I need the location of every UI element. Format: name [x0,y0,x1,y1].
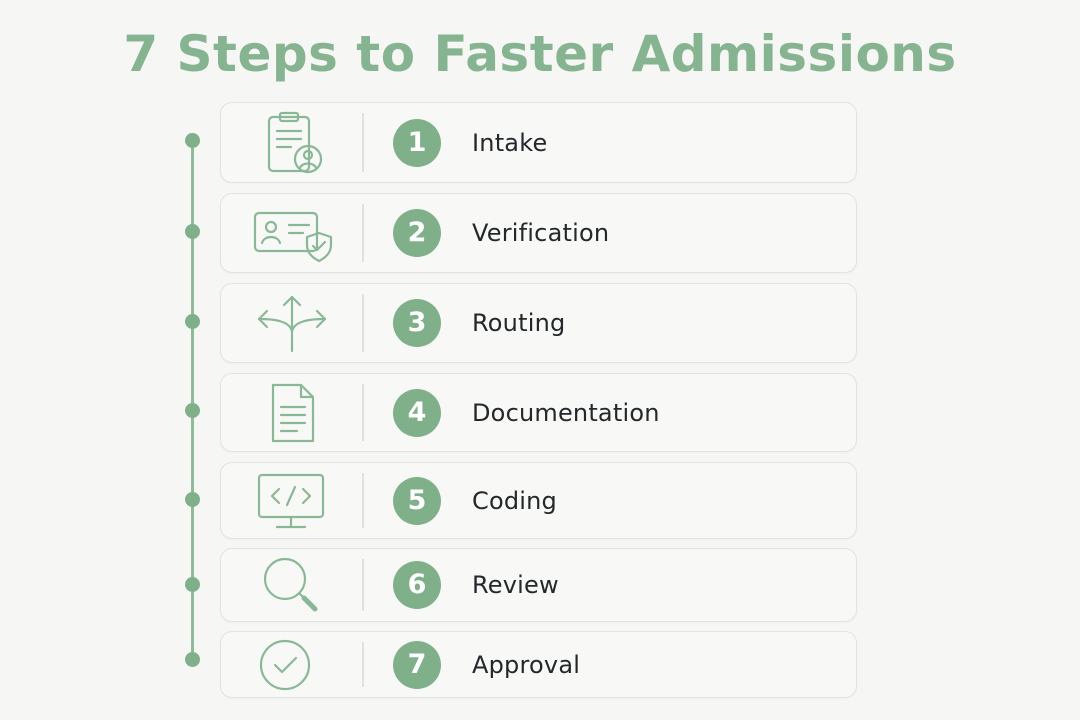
step-label: Approval [472,650,581,679]
split-arrows-icon [247,291,337,355]
step-label: Intake [472,128,548,157]
step-number: 1 [393,118,441,167]
timeline-line [191,140,194,660]
step-divider [362,642,364,687]
timeline-dot [185,652,200,667]
step-card-approval: 7 Approval [220,631,857,698]
step-card-routing: 3 Routing [220,283,857,363]
check-circle-icon [247,633,337,697]
step-card-review: 6 Review [220,548,857,622]
step-divider [362,473,364,528]
step-divider [362,113,364,172]
step-label: Review [472,571,559,599]
timeline-dot [185,492,200,507]
step-label: Verification [472,219,610,247]
page-title: 7 Steps to Faster Admissions [123,25,957,83]
step-card-intake: 1 Intake [220,102,857,183]
step-label: Routing [472,309,566,337]
magnifier-icon [247,553,337,617]
clipboard-user-icon [247,111,337,175]
timeline-dot [185,224,200,239]
step-card-documentation: 4 Documentation [220,373,857,452]
step-number: 4 [393,388,441,437]
step-divider [362,384,364,441]
step-number: 2 [393,209,441,257]
step-label: Coding [472,486,557,515]
timeline-dot [185,577,200,592]
step-divider [362,294,364,352]
timeline-dot [185,133,200,148]
step-divider [362,204,364,262]
timeline-dot [185,403,200,418]
id-card-shield-icon [247,201,337,265]
monitor-code-icon [247,469,337,533]
timeline-dot [185,314,200,329]
step-divider [362,559,364,611]
step-number: 3 [393,299,441,347]
document-icon [247,381,337,445]
step-label: Documentation [472,398,660,427]
step-number: 6 [393,561,441,609]
step-number: 5 [393,476,441,525]
step-number: 7 [393,640,441,689]
step-card-verification: 2 Verification [220,193,857,273]
step-card-coding: 5 Coding [220,462,857,539]
